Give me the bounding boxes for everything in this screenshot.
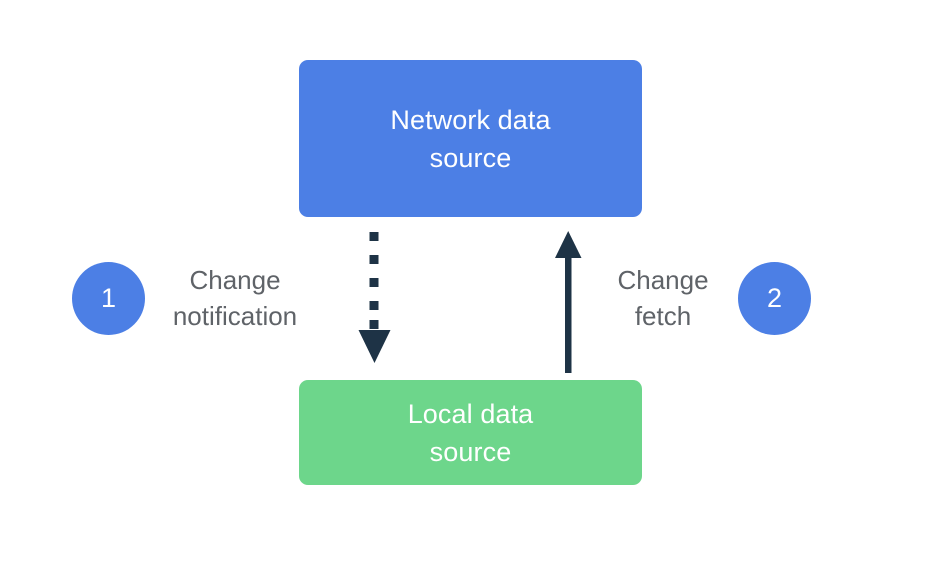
edge-label-change-notification: Change notification bbox=[172, 265, 298, 331]
step-badge-2-number: 2 bbox=[766, 283, 783, 313]
step-badge-1: 1 bbox=[72, 262, 145, 335]
arrow-change-fetch-solid-up-icon bbox=[555, 231, 582, 373]
step-badge-1-number: 1 bbox=[100, 283, 117, 313]
node-local-data-source: Local data source bbox=[299, 380, 642, 485]
arrow-change-notification-dotted-down-icon bbox=[358, 232, 391, 363]
node-local-data-source-label: Local data source bbox=[407, 398, 534, 467]
node-network-data-source: Network data source bbox=[299, 60, 642, 217]
step-badge-2: 2 bbox=[738, 262, 811, 335]
edge-label-change-fetch: Change fetch bbox=[617, 265, 709, 331]
node-network-data-source-label: Network data source bbox=[390, 104, 551, 173]
